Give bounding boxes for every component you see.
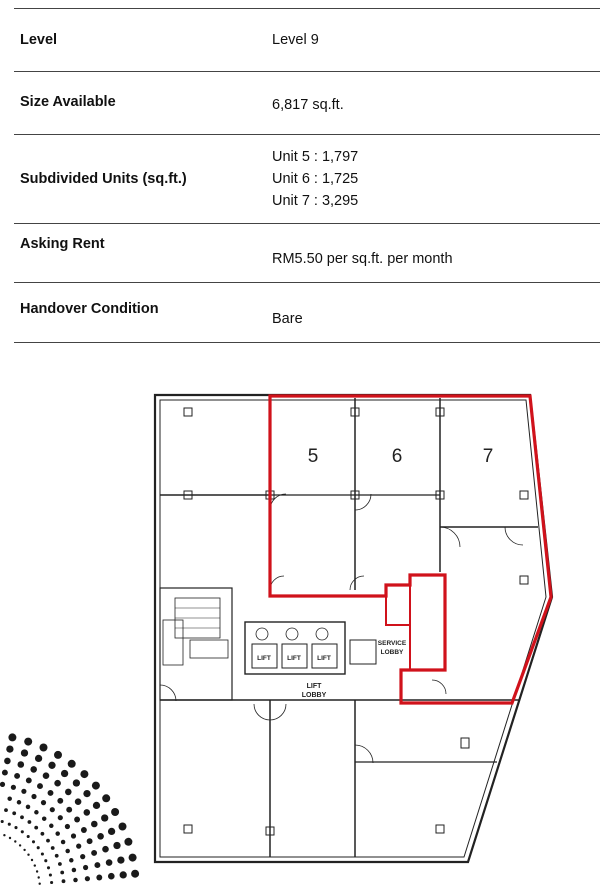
size-value: 6,817 sq.ft. [272,97,344,113]
lift-2-label: LIFT [287,655,301,662]
lift-lobby-label-2: LOBBY [302,692,327,699]
row-size: Size Available 6,817 sq.ft. [14,72,600,135]
unit-7-size: Unit 7 : 3,295 [272,193,359,209]
rent-value: RM5.50 per sq.ft. per month [272,251,453,267]
lift-1-label: LIFT [257,655,271,662]
decorative-dot-pattern [0,733,140,885]
lift-3-label: LIFT [317,655,331,662]
level-value: Level 9 [272,32,319,48]
level-label: Level [20,32,58,48]
lift-lobby-label-1: LIFT [307,683,322,690]
handover-value: Bare [272,311,303,327]
service-lobby-label-1: SERVICE [378,640,407,647]
unit-5-label: 5 [308,446,319,467]
spec-table: Level Level 9 Size Available 6,817 sq.ft… [14,8,600,343]
handover-label: Handover Condition [20,301,159,317]
unit-5-size: Unit 5 : 1,797 [272,149,359,165]
subdivided-values: Unit 5 : 1,797 Unit 6 : 1,725 Unit 7 : 3… [272,146,600,212]
row-level: Level Level 9 [14,9,600,72]
floor-plan-labels: 5 6 7 LIFT LIFT LIFT LIFT LOBBY SERVICE … [257,446,493,699]
row-rent: Asking Rent RM5.50 per sq.ft. per month [14,224,600,283]
row-handover: Handover Condition Bare [14,283,600,343]
highlighted-units-outline [268,394,553,705]
unit-6-size: Unit 6 : 1,725 [272,171,359,187]
row-subdivided: Subdivided Units (sq.ft.) Unit 5 : 1,797… [14,135,600,224]
subdivided-label: Subdivided Units (sq.ft.) [20,171,187,187]
rent-label: Asking Rent [20,236,105,252]
unit-6-label: 6 [392,446,403,467]
service-lobby-label-2: LOBBY [381,649,404,656]
size-label: Size Available [20,94,116,110]
unit-7-label: 7 [483,446,494,467]
